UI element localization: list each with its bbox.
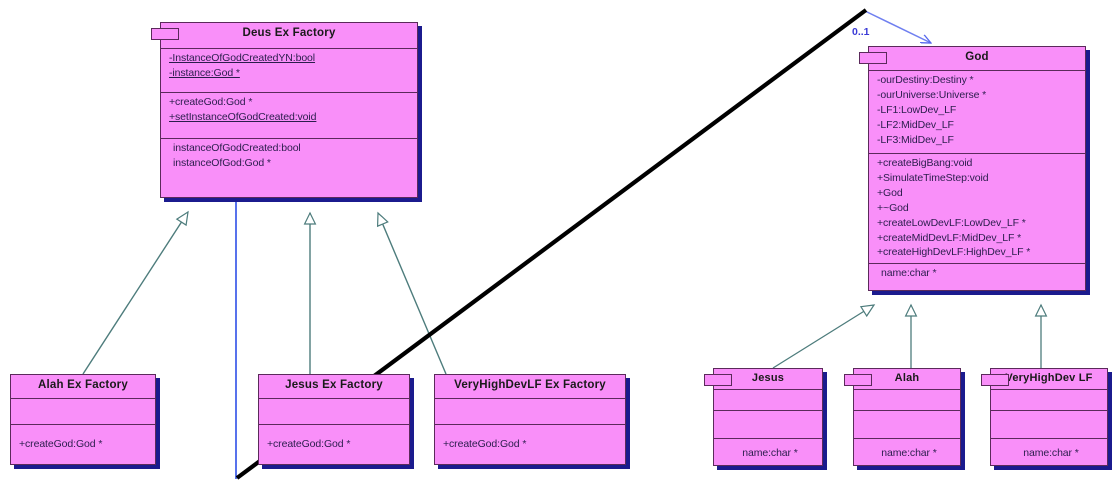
- class-box-god[interactable]: God -ourDestiny:Destiny * -ourUniverse:U…: [859, 46, 1086, 292]
- attribute-row: -InstanceOfGodCreatedYN:bool: [169, 52, 316, 64]
- extra-row: instanceOfGod:God *: [173, 156, 271, 169]
- class-tab-icon: [151, 28, 179, 40]
- extra-row: name:char *: [1023, 447, 1079, 459]
- class-box-jesus[interactable]: Jesus name:char *: [704, 368, 823, 467]
- class-box-veryhighdevlf-ex-factory[interactable]: VeryHighDevLF Ex Factory +createGod:God …: [434, 374, 626, 465]
- class-title-deus-ex-factory: Deus Ex Factory: [161, 23, 417, 49]
- operation-row: +setInstanceOfGodCreated:void: [169, 110, 317, 123]
- operations-compartment: [991, 411, 1107, 439]
- operation-row: +createHighDevLF:HighDev_LF *: [877, 246, 1031, 259]
- operations-compartment: [854, 411, 960, 439]
- operation-row: +createMidDevLF:MidDev_LF *: [877, 231, 1022, 244]
- class-tab-icon: [981, 374, 1009, 386]
- class-tab-icon: [704, 374, 732, 386]
- operations-compartment: +createGod:God * +setInstanceOfGodCreate…: [161, 93, 417, 139]
- class-tab-icon: [844, 374, 872, 386]
- class-title-alah: Alah: [854, 369, 960, 390]
- edge-gen-veryhigh-factory-to-deus: [376, 211, 447, 375]
- attribute-row: -instance:God *: [169, 66, 240, 79]
- attributes-compartment: [854, 390, 960, 411]
- operation-row: +createGod:God *: [267, 438, 351, 450]
- operations-compartment: +createGod:God *: [11, 425, 155, 466]
- operation-row: +createGod:God *: [443, 438, 527, 450]
- class-title-alah-ex-factory: Alah Ex Factory: [11, 375, 155, 399]
- attributes-compartment: [435, 399, 625, 425]
- extra-compartment: name:char *: [869, 264, 1085, 292]
- edge-gen-jesus-to-god: [772, 304, 876, 369]
- class-box-deus-ex-factory[interactable]: Deus Ex Factory -InstanceOfGodCreatedYN:…: [151, 22, 418, 199]
- class-title-veryhighdevlf-ex-factory: VeryHighDevLF Ex Factory: [435, 375, 625, 399]
- attribute-row: -LF1:LowDev_LF: [877, 103, 957, 116]
- edge-gen-alah-factory-to-deus: [82, 210, 189, 375]
- class-box-jesus-ex-factory[interactable]: Jesus Ex Factory +createGod:God *: [258, 374, 410, 465]
- extra-row: name:char *: [742, 447, 798, 459]
- attribute-row: -ourUniverse:Universe *: [877, 88, 987, 101]
- attribute-row: -LF2:MidDev_LF: [877, 118, 954, 131]
- extra-row: name:char *: [881, 267, 937, 279]
- operation-row: +createGod:God *: [169, 96, 253, 108]
- class-box-alah[interactable]: Alah name:char *: [844, 368, 961, 467]
- attributes-compartment: [259, 399, 409, 425]
- class-box-veryhighdev-lf[interactable]: VeryHighDev LF name:char *: [981, 368, 1108, 467]
- class-title-veryhighdev-lf: VeryHighDev LF: [991, 369, 1107, 390]
- operations-compartment: [714, 411, 822, 439]
- class-tab-icon: [859, 52, 887, 64]
- operation-row: +createLowDevLF:LowDev_LF *: [877, 216, 1026, 229]
- operations-compartment: +createGod:God *: [435, 425, 625, 466]
- class-box-alah-ex-factory[interactable]: Alah Ex Factory +createGod:God *: [10, 374, 156, 465]
- operation-row: +createBigBang:void: [877, 157, 973, 169]
- operation-row: +God: [877, 186, 903, 199]
- extra-compartment: instanceOfGodCreated:bool instanceOfGod:…: [161, 139, 417, 199]
- attributes-compartment: [714, 390, 822, 411]
- operation-row: +~God: [877, 201, 909, 214]
- operation-row: +createGod:God *: [19, 438, 103, 450]
- extra-compartment: name:char *: [991, 439, 1107, 467]
- operations-compartment: +createBigBang:void +SimulateTimeStep:vo…: [869, 154, 1085, 264]
- multiplicity-label-0-1: 0..1: [852, 26, 870, 38]
- extra-compartment: name:char *: [854, 439, 960, 467]
- class-title-god: God: [869, 47, 1085, 71]
- extra-compartment: name:char *: [714, 439, 822, 467]
- attribute-row: -ourDestiny:Destiny *: [877, 74, 974, 86]
- class-title-jesus-ex-factory: Jesus Ex Factory: [259, 375, 409, 399]
- attributes-compartment: [11, 399, 155, 425]
- attributes-compartment: -ourDestiny:Destiny * -ourUniverse:Unive…: [869, 71, 1085, 154]
- attribute-row: -LF3:MidDev_LF: [877, 133, 954, 146]
- attributes-compartment: [991, 390, 1107, 411]
- operations-compartment: +createGod:God *: [259, 425, 409, 466]
- extra-row: instanceOfGodCreated:bool: [173, 142, 301, 154]
- attributes-compartment: -InstanceOfGodCreatedYN:bool -instance:G…: [161, 49, 417, 93]
- extra-row: name:char *: [881, 447, 937, 459]
- operation-row: +SimulateTimeStep:void: [877, 171, 989, 184]
